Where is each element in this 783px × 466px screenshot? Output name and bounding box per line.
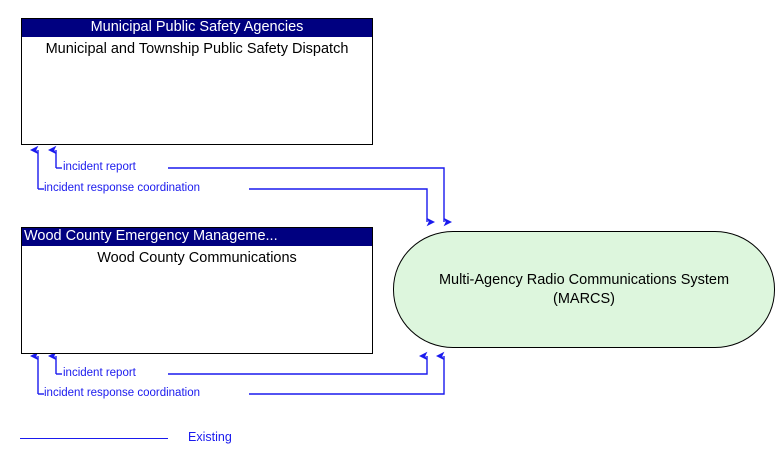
flow-line-incident-report-bottom <box>48 351 428 375</box>
entity-header-municipal-public-safety-agencies: Municipal Public Safety Agencies <box>22 19 372 37</box>
flow-label-incident-response-coordination-bottom: incident response coordination <box>44 387 200 399</box>
flow-label-incident-report-top: incident report <box>63 161 136 173</box>
flow-label-incident-report-bottom: incident report <box>63 367 136 379</box>
flow-label-incident-response-coordination-top: incident response coordination <box>44 182 200 194</box>
entity-title-marcs: Multi-Agency Radio Communications System… <box>438 271 730 307</box>
legend-label-existing: Existing <box>188 430 232 444</box>
entity-box-municipal-dispatch[interactable]: Municipal Public Safety Agencies Municip… <box>21 18 373 145</box>
entity-title-municipal-dispatch: Municipal and Township Public Safety Dis… <box>45 41 349 57</box>
legend: Existing <box>20 429 320 449</box>
flow-line-incident-response-coordination-bottom <box>30 351 445 395</box>
entity-title-wood-county-communications: Wood County Communications <box>97 250 297 266</box>
flow-line-incident-report-top <box>48 145 452 227</box>
entity-header-wood-county-emergency-management: Wood County Emergency Manageme... <box>22 228 372 246</box>
legend-line-existing <box>20 438 168 439</box>
entity-node-marcs[interactable]: Multi-Agency Radio Communications System… <box>393 231 775 348</box>
entity-box-wood-county-communications[interactable]: Wood County Emergency Manageme... Wood C… <box>21 227 373 354</box>
flow-line-incident-response-coordination-top <box>30 145 435 227</box>
